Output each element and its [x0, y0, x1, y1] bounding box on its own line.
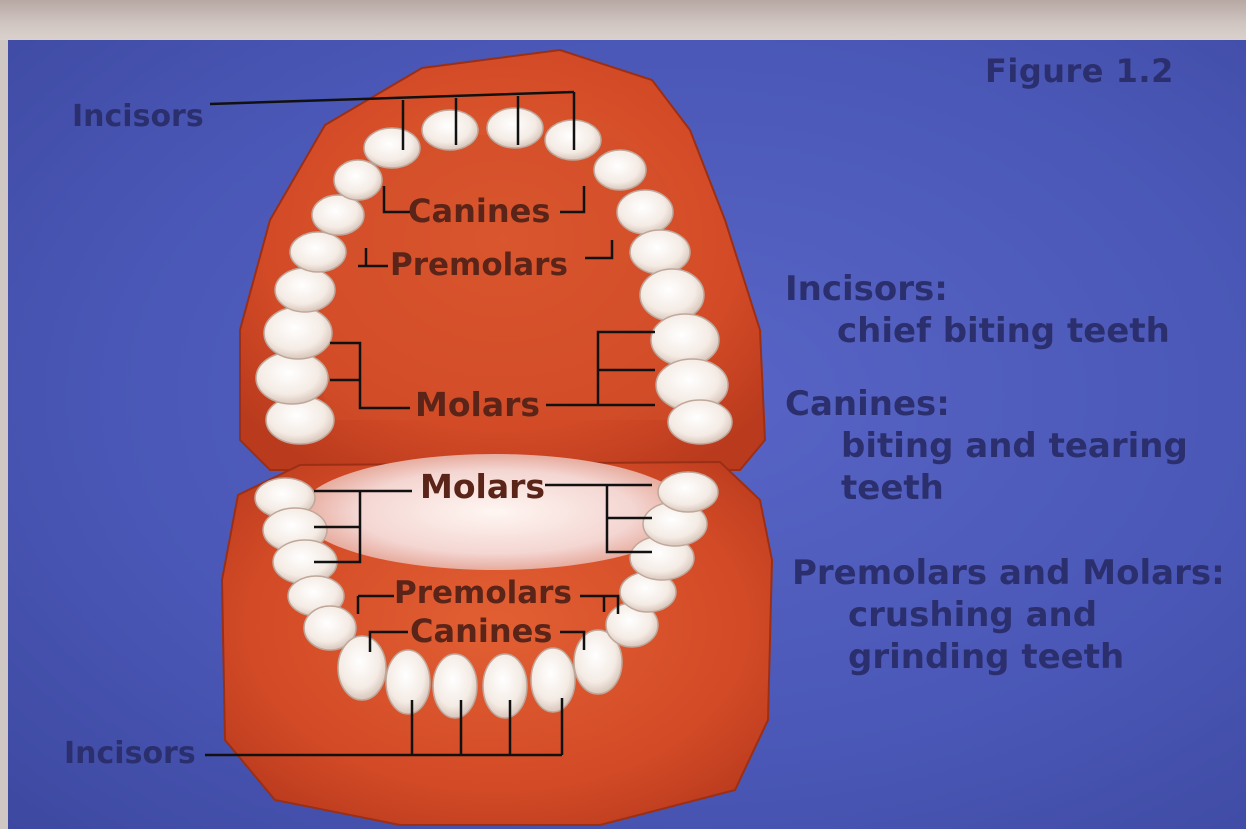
description-premolars-molars-line-1: crushing and: [792, 594, 1225, 636]
lower-premolars-label: Premolars: [394, 575, 572, 611]
description-canines-title: Canines:: [785, 384, 950, 424]
description-incisors: Incisors: chief biting teeth: [785, 268, 1170, 352]
description-incisors-title: Incisors:: [785, 269, 948, 309]
lower-molars-label: Molars: [420, 467, 545, 506]
upper-premolars-label: Premolars: [390, 247, 568, 283]
description-incisors-line-1: chief biting teeth: [785, 310, 1170, 352]
description-premolars-molars-line-2: grinding teeth: [792, 636, 1225, 678]
description-premolars-molars: Premolars and Molars: crushing and grind…: [792, 552, 1225, 678]
upper-molars-label: Molars: [415, 385, 540, 424]
description-canines: Canines: biting and tearing teeth: [785, 383, 1188, 509]
lower-incisors-label: Incisors: [64, 736, 196, 771]
upper-incisors-label: Incisors: [72, 99, 204, 134]
description-canines-line-2: teeth: [785, 467, 1188, 509]
upper-canines-label: Canines: [408, 192, 550, 230]
lower-canines-label: Canines: [410, 612, 552, 650]
description-canines-line-1: biting and tearing: [785, 425, 1188, 467]
description-premolars-molars-title: Premolars and Molars:: [792, 553, 1225, 593]
